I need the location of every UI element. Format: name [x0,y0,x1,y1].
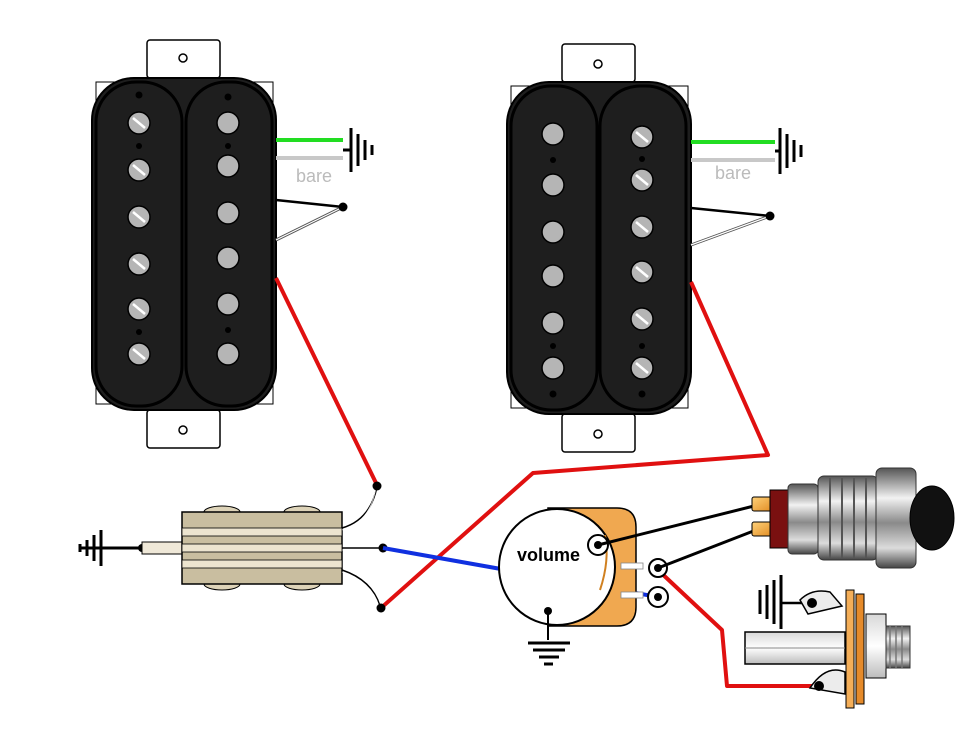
bare-label-right: bare [715,163,751,183]
ground-symbol-icon [343,128,374,172]
hot-wires [274,277,819,688]
volume-pot-icon [498,507,669,666]
pickup-neck-icon [91,39,277,449]
push-button-switch-icon [751,467,955,569]
volume-label: volume [517,545,580,565]
ground-symbol-icon [775,128,803,174]
pushbutton-wires [597,503,759,570]
bare-label-left: bare [296,166,332,186]
pickup-bridge-icon [506,43,692,453]
pickup-leads [275,138,775,247]
output-jack-icon [744,575,911,709]
capacitor-switch-icon [78,481,388,613]
